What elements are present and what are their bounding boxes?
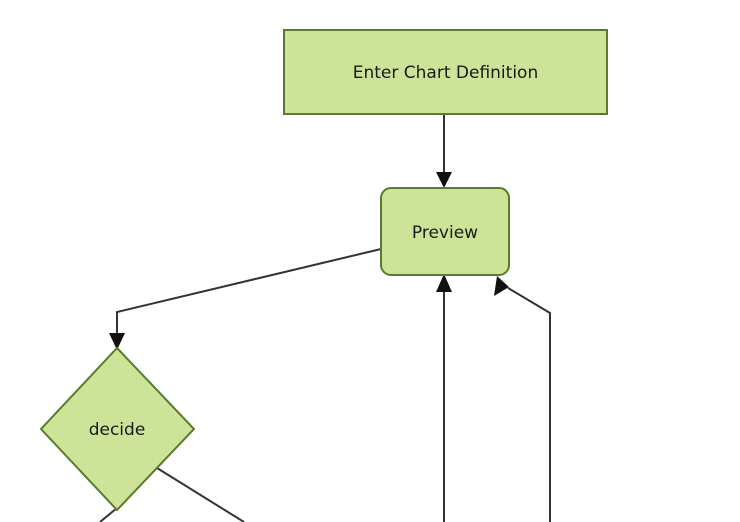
node-shape-rectangle — [283, 29, 608, 115]
node-shape-diamond — [39, 346, 196, 512]
arrow-head-icon — [494, 276, 509, 296]
edge-decide-bottom-out[interactable] — [99, 507, 118, 522]
node-shape-rounded-rectangle — [380, 187, 510, 276]
node-preview[interactable]: Preview — [380, 187, 510, 276]
edge-line — [99, 507, 118, 522]
edge-bottom-center-to-preview[interactable] — [436, 274, 452, 522]
edge-layer — [99, 114, 551, 522]
edge-line — [507, 287, 551, 522]
node-layer: Enter Chart Definition Preview decide — [39, 29, 608, 512]
arrow-head-icon — [436, 274, 452, 292]
arrow-head-icon — [109, 333, 125, 350]
edge-enter-to-preview[interactable] — [436, 114, 452, 188]
node-enter-chart-definition[interactable]: Enter Chart Definition — [283, 29, 608, 115]
arrow-head-icon — [436, 172, 452, 188]
node-decide[interactable]: decide — [39, 346, 196, 512]
edge-line — [156, 467, 245, 522]
edge-line — [116, 248, 382, 341]
edge-preview-to-decide[interactable] — [109, 248, 382, 350]
edge-bottom-right-to-preview[interactable] — [494, 276, 551, 522]
edge-decide-right-out[interactable] — [156, 467, 245, 522]
